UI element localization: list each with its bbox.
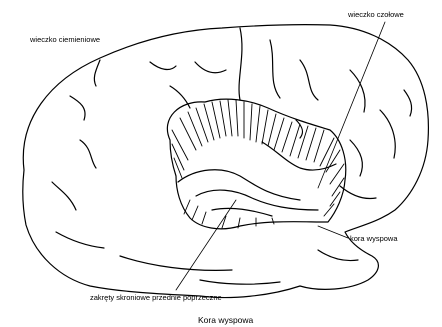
label-parietal-operculum: wieczko ciemieniowe bbox=[30, 35, 100, 44]
leader-frontal-operculum bbox=[318, 22, 385, 188]
sulcus bbox=[300, 60, 318, 100]
insula-gyrus bbox=[212, 208, 272, 216]
label-insular-cortex: kora wyspowa bbox=[350, 234, 398, 243]
sulcus bbox=[56, 232, 104, 248]
sulcus bbox=[200, 280, 280, 284]
sulcus bbox=[170, 86, 190, 108]
sulcus bbox=[296, 120, 303, 138]
sulcus bbox=[70, 96, 85, 120]
leader-transverse-gyri bbox=[176, 200, 236, 290]
sulcus bbox=[270, 40, 280, 98]
insula-window bbox=[167, 99, 345, 229]
sulcus bbox=[150, 62, 176, 69]
leader-insular-cortex bbox=[318, 226, 348, 238]
sulcus bbox=[239, 28, 242, 100]
sulcus bbox=[94, 60, 100, 86]
label-frontal-operculum: wieczko czołowe bbox=[348, 10, 404, 19]
figure-caption: Kora wyspowa bbox=[198, 315, 253, 325]
sulcus bbox=[380, 110, 395, 158]
label-transverse-gyri: zakręty skroniowe przednie poprzeczne bbox=[90, 293, 222, 302]
sulcus bbox=[80, 140, 96, 168]
sulcus bbox=[350, 140, 362, 176]
sulcus bbox=[52, 182, 76, 210]
sulcus bbox=[318, 250, 358, 261]
sulcus bbox=[404, 90, 412, 116]
sulcus bbox=[340, 186, 376, 199]
sulcus bbox=[195, 62, 226, 73]
sulcus bbox=[120, 256, 232, 270]
